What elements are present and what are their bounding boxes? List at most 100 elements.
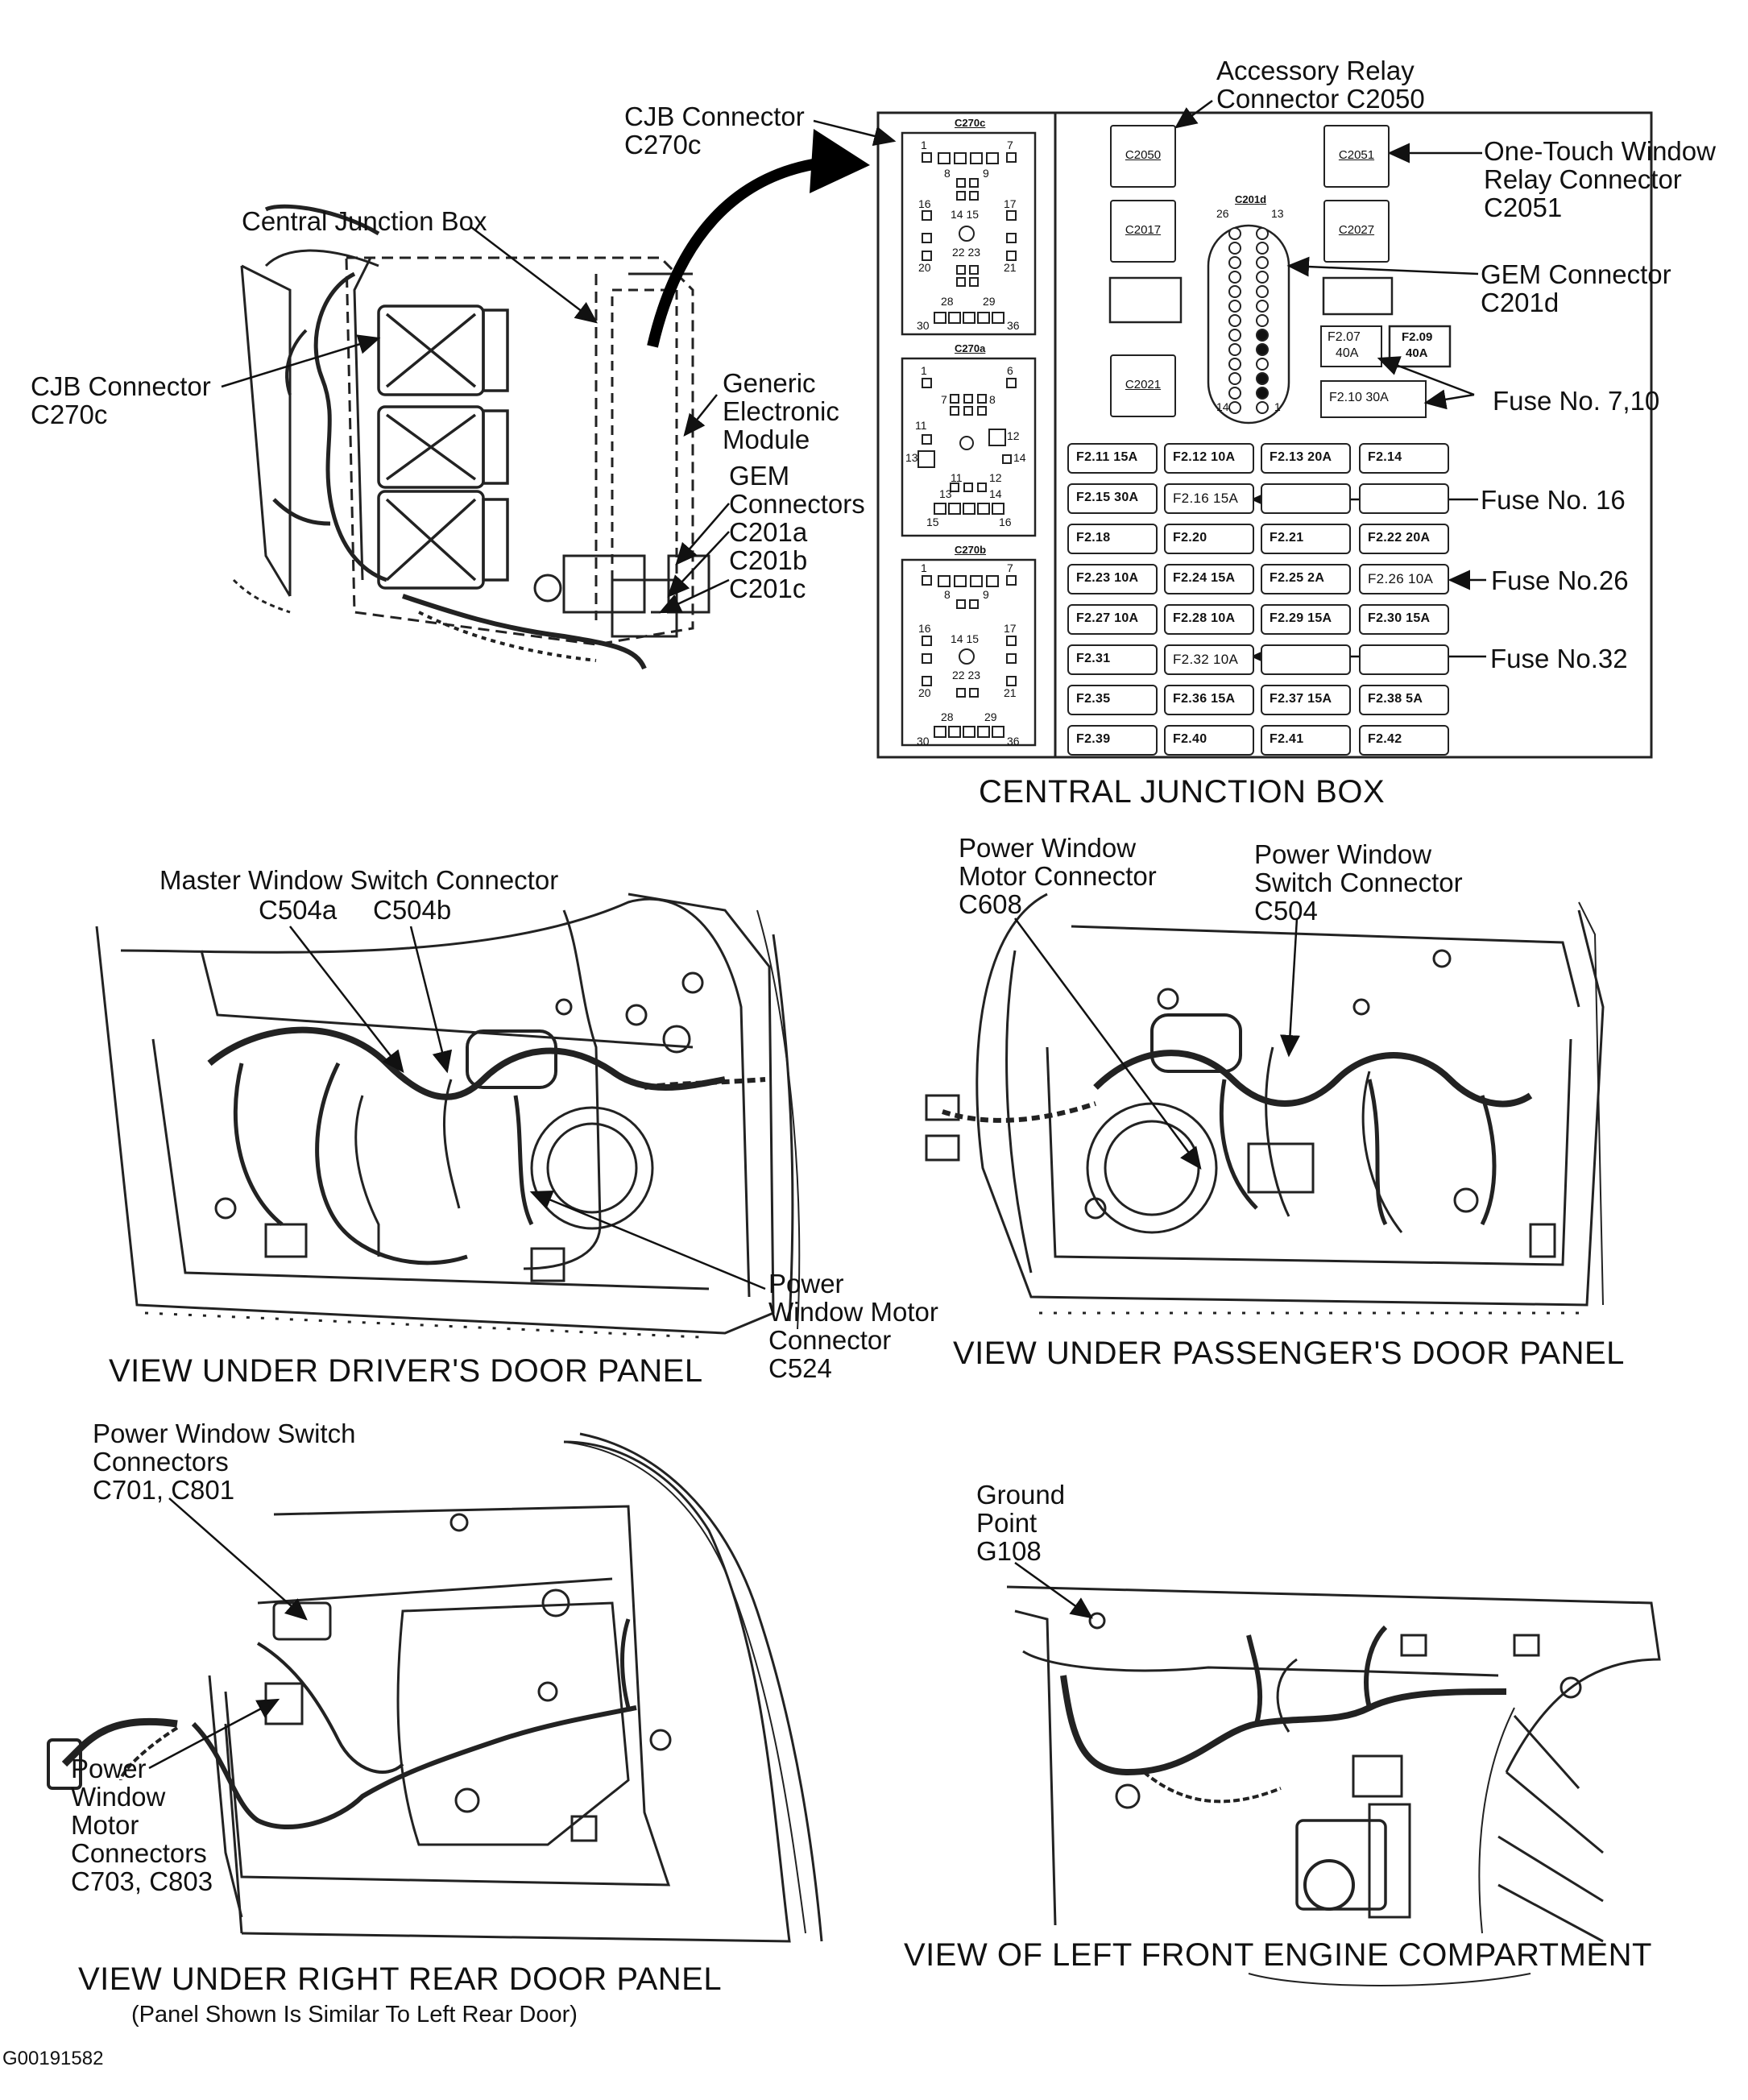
pin-label: 11 bbox=[951, 471, 963, 484]
engine-caption: VIEW OF LEFT FRONT ENGINE COMPARTMENT bbox=[904, 1937, 1652, 1973]
fuse-label: F2.13 20A bbox=[1270, 450, 1332, 464]
pin-label: 16 bbox=[918, 197, 931, 210]
fuse-slot: F2.37 15A bbox=[1261, 685, 1351, 715]
c270c-pins bbox=[922, 152, 1017, 324]
rear-door-caption: VIEW UNDER RIGHT REAR DOOR PANEL bbox=[78, 1961, 723, 1997]
cjb-connector-top-line2: C270c bbox=[624, 130, 702, 159]
pin-label: 14 15 bbox=[951, 632, 980, 645]
fuse-label: F2.35 bbox=[1076, 692, 1111, 706]
passenger-motor-line2: Motor Connector bbox=[959, 861, 1157, 891]
fuse-slot: F2.20 bbox=[1164, 524, 1254, 554]
ground-point-line2: Point bbox=[976, 1508, 1038, 1538]
pin-label: 28 bbox=[941, 295, 954, 308]
fuse-label: F2.40 bbox=[1173, 732, 1207, 746]
engine-leaders bbox=[1014, 1561, 1094, 1619]
pin-label: 17 bbox=[1004, 197, 1017, 210]
fuse-slot: F2.27 10A bbox=[1067, 604, 1158, 635]
fuse-label: F2.30 15A bbox=[1368, 611, 1431, 625]
pin-label: 6 bbox=[1007, 364, 1013, 377]
driver-door-illustration bbox=[95, 893, 801, 1339]
relay-label: C2050 bbox=[1125, 148, 1162, 162]
accessory-relay-line2: Connector C2050 bbox=[1216, 84, 1425, 114]
fuse-slot: F2.38 5A bbox=[1359, 685, 1449, 715]
fuse-slot bbox=[1261, 483, 1351, 514]
fuse-32-label: Fuse No.32 bbox=[1490, 644, 1628, 673]
rear-motor-line4: Connectors bbox=[71, 1838, 207, 1868]
fuse-slot: F2.16 15A bbox=[1164, 483, 1254, 514]
master-switch-label: Master Window Switch Connector bbox=[159, 865, 559, 895]
pin-label: 9 bbox=[983, 588, 989, 601]
pin-label: 29 bbox=[983, 295, 996, 308]
rear-switch-line2: Connectors bbox=[93, 1447, 229, 1477]
rear-door-illustration bbox=[47, 1432, 823, 1943]
pin-label: 14 15 bbox=[951, 208, 980, 221]
fuse-label: F2.11 15A bbox=[1076, 450, 1138, 464]
fuse-label: F2.37 15A bbox=[1270, 692, 1332, 706]
passenger-door-caption: VIEW UNDER PASSENGER'S DOOR PANEL bbox=[953, 1336, 1625, 1371]
fuse-label: F2.18 bbox=[1076, 531, 1111, 545]
relay-label: C2027 bbox=[1338, 223, 1375, 237]
gem-module-line3: Module bbox=[723, 425, 810, 454]
accessory-relay-line1: Accessory Relay bbox=[1216, 56, 1415, 85]
fuse-slot: F2.32 10A bbox=[1164, 644, 1254, 675]
fuse-label: F2.41 bbox=[1270, 732, 1304, 746]
fuse-16-label: Fuse No. 16 bbox=[1481, 485, 1626, 515]
curved-arrow-head bbox=[810, 129, 870, 193]
fuse-slot: F2.41 bbox=[1261, 725, 1351, 756]
one-touch-relay-line3: C2051 bbox=[1484, 193, 1563, 222]
pin-label: 16 bbox=[918, 622, 931, 635]
central-junction-box-callout: Central Junction Box bbox=[242, 206, 487, 236]
fuse-label: F2.28 10A bbox=[1173, 611, 1236, 625]
pin-label: 21 bbox=[1004, 261, 1017, 274]
pin-label: 30 bbox=[917, 319, 930, 332]
pin-label: 15 bbox=[926, 516, 939, 528]
pin-label: 9 bbox=[983, 167, 989, 180]
driver-motor-line2: Window Motor bbox=[768, 1297, 938, 1327]
passenger-switch-line2: Switch Connector bbox=[1254, 868, 1463, 897]
c270a-title: C270a bbox=[955, 342, 986, 354]
fuse-7-10-label: Fuse No. 7,10 bbox=[1493, 386, 1660, 416]
driver-motor-line4: C524 bbox=[768, 1353, 832, 1383]
cjb-connector-top-line1: CJB Connector bbox=[624, 101, 805, 131]
fuse-label: F2.23 10A bbox=[1076, 571, 1139, 585]
pin-label: 7 bbox=[1007, 139, 1013, 151]
fuse-label: F2.21 bbox=[1270, 531, 1304, 545]
fuse-slot: F2.21 bbox=[1261, 524, 1351, 554]
relay-c2027: C2027 bbox=[1323, 200, 1390, 263]
fuse-f2-07-rating: 40A bbox=[1336, 346, 1359, 360]
rear-door-leaders bbox=[148, 1497, 308, 1770]
fuse-slot bbox=[1359, 483, 1449, 514]
fuse-slot: F2.28 10A bbox=[1164, 604, 1254, 635]
pin-label: 20 bbox=[918, 261, 931, 274]
c504b-label: C504b bbox=[373, 895, 452, 925]
fuse-slot: F2.15 30A bbox=[1067, 483, 1158, 514]
relay-c2050: C2050 bbox=[1110, 125, 1176, 188]
gem-connector-line1: GEM Connector bbox=[1481, 259, 1671, 289]
fuse-slot: F2.13 20A bbox=[1261, 443, 1351, 474]
fuse-label: F2.24 15A bbox=[1173, 571, 1236, 585]
gem-connectors-line1: GEM bbox=[729, 461, 790, 491]
pin-label: 20 bbox=[918, 686, 931, 699]
fuse-label: F2.42 bbox=[1368, 732, 1402, 746]
fuse-label: F2.38 5A bbox=[1368, 692, 1423, 706]
c270b-title: C270b bbox=[955, 544, 987, 556]
engine-compartment-illustration bbox=[1006, 1585, 1661, 1986]
pin-label: 28 bbox=[941, 710, 954, 723]
cjb-caption: CENTRAL JUNCTION BOX bbox=[979, 774, 1386, 810]
cjb-illustration bbox=[232, 204, 710, 670]
pin-label: 29 bbox=[984, 710, 997, 723]
one-touch-relay-line2: Relay Connector bbox=[1484, 164, 1682, 194]
ground-point-line1: Ground bbox=[976, 1480, 1066, 1510]
driver-motor-line3: Connector bbox=[768, 1325, 892, 1355]
fuse-label: F2.32 10A bbox=[1173, 652, 1239, 667]
fuse-slot: F2.24 15A bbox=[1164, 564, 1254, 594]
fuse-label: F2.31 bbox=[1076, 652, 1111, 665]
pin-label: 14 bbox=[1013, 451, 1026, 464]
pin-label: 11 bbox=[915, 419, 927, 432]
passenger-motor-line3: C608 bbox=[959, 889, 1022, 919]
fuse-label: F2.29 15A bbox=[1270, 611, 1332, 625]
fuse-slot: F2.36 15A bbox=[1164, 685, 1254, 715]
gem-module-line1: Generic bbox=[723, 368, 816, 398]
relay-c2021: C2021 bbox=[1110, 354, 1176, 417]
